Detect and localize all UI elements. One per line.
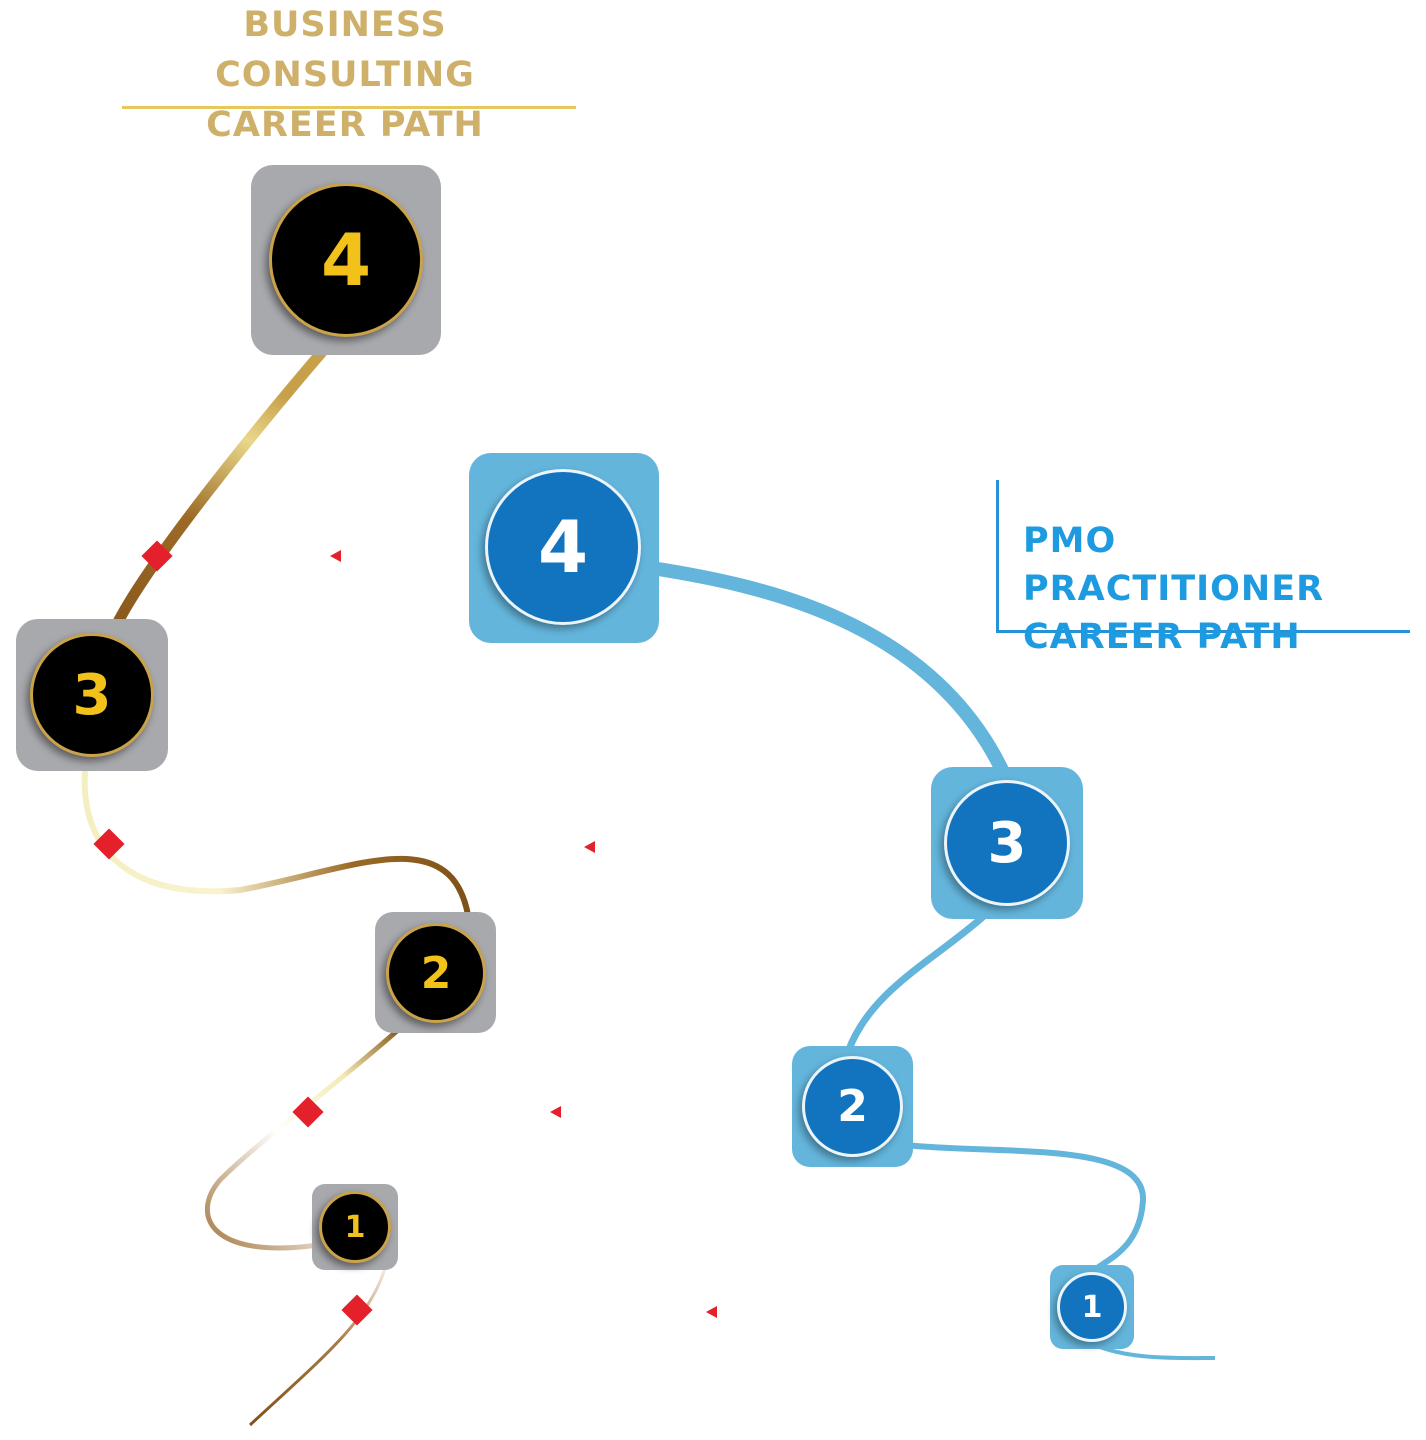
bc-step-4-box: 4 bbox=[251, 165, 441, 355]
pmo-step-3-number: 3 bbox=[944, 780, 1070, 906]
blue-connector-3-2 bbox=[844, 912, 988, 1054]
pmo-step-2-box: 2 bbox=[792, 1046, 913, 1167]
pmo-step-1-box: 1 bbox=[1050, 1265, 1134, 1349]
pmo-step-4-number: 4 bbox=[485, 469, 641, 625]
bc-step-3-box: 3 bbox=[16, 619, 168, 771]
pointer-triangle bbox=[584, 841, 595, 853]
gold-connector-2-1 bbox=[204, 1028, 400, 1251]
blue-connector-2-1 bbox=[904, 1142, 1147, 1273]
pmo-practitioner-title-line1: PMO PRACTITIONER bbox=[1023, 521, 1325, 609]
pmo-bracket-horizontal bbox=[996, 630, 1410, 633]
pmo-step-3-box: 3 bbox=[931, 767, 1083, 919]
gold-connector-4-3 bbox=[112, 346, 328, 628]
gold-connector-3-2 bbox=[81, 769, 471, 916]
pmo-step-4-box: 4 bbox=[469, 453, 659, 643]
pmo-step-1-number: 1 bbox=[1057, 1272, 1127, 1342]
pointer-triangle bbox=[330, 550, 341, 562]
business-consulting-title-line2: CAREER PATH bbox=[206, 105, 484, 145]
bc-step-4-number: 4 bbox=[269, 183, 423, 337]
bc-step-1-number: 1 bbox=[319, 1191, 391, 1263]
bc-step-2-number: 2 bbox=[386, 923, 486, 1023]
business-consulting-title-line1: BUSINESS CONSULTING bbox=[215, 5, 475, 95]
bc-step-3-number: 3 bbox=[30, 633, 154, 757]
pmo-practitioner-title-line2: CAREER PATH bbox=[1023, 617, 1301, 657]
business-consulting-title: BUSINESS CONSULTING CAREER PATH bbox=[110, 0, 580, 150]
pmo-step-2-number: 2 bbox=[802, 1056, 903, 1157]
pointer-triangle bbox=[706, 1306, 717, 1318]
bc-step-2-box: 2 bbox=[375, 912, 496, 1033]
pointer-triangle bbox=[550, 1106, 561, 1118]
blue-connector-1-end bbox=[1094, 1343, 1216, 1361]
bc-step-1-box: 1 bbox=[312, 1184, 398, 1270]
business-consulting-underline bbox=[122, 106, 576, 109]
marker-diamond bbox=[292, 1096, 324, 1128]
pmo-bracket-vertical bbox=[996, 480, 999, 632]
pmo-practitioner-title: PMO PRACTITIONER CAREER PATH bbox=[1023, 517, 1426, 661]
gold-connector-1-end bbox=[248, 1267, 387, 1427]
marker-diamond bbox=[341, 1294, 373, 1326]
blue-connector-4-3 bbox=[650, 561, 1010, 776]
